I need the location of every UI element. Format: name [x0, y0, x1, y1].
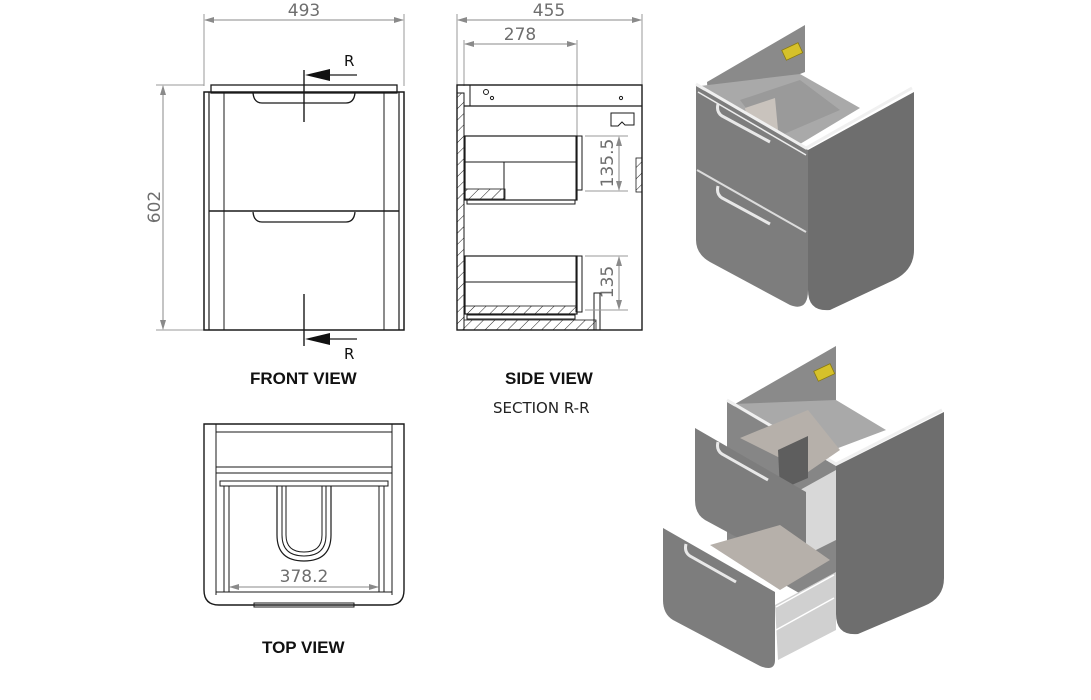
top-inner-width-dimension: 378.2 — [280, 567, 329, 587]
top-view: 378.2 — [203, 423, 405, 608]
section-marker-top: R — [344, 52, 354, 70]
side-view-title: SIDE VIEW — [505, 369, 593, 388]
section-marker-bottom: R — [344, 345, 354, 363]
isometric-closed — [695, 25, 914, 311]
top-view-title: TOP VIEW — [262, 638, 345, 657]
lower-drawer-height-dimension: 135 — [598, 266, 618, 298]
side-inner-depth-dimension: 278 — [504, 25, 536, 45]
side-view: 455 278 135.5 — [456, 1, 643, 331]
front-width-dimension: 493 — [288, 1, 320, 21]
front-view: 493 602 R R — [145, 1, 405, 363]
side-depth-dimension: 455 — [533, 1, 565, 21]
side-view-subtitle: SECTION R-R — [493, 399, 590, 417]
isometric-open — [663, 346, 944, 668]
front-height-dimension: 602 — [145, 191, 165, 223]
upper-drawer-height-dimension: 135.5 — [598, 139, 618, 188]
front-view-title: FRONT VIEW — [250, 369, 357, 388]
